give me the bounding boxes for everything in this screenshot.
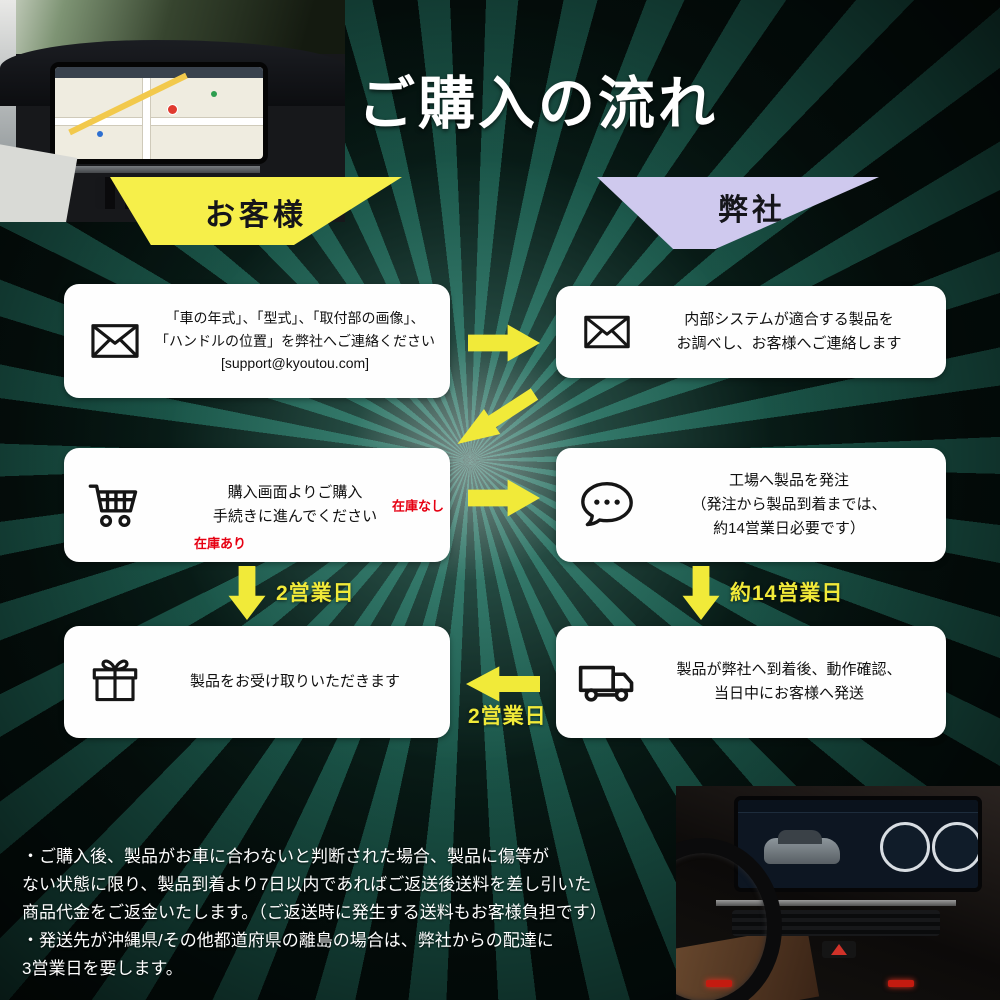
step-line: 製品が弊社へ到着後、動作確認、 (676, 660, 902, 678)
step-receive-box: 製品をお受け取りいただきます (64, 626, 450, 738)
climate-led (706, 980, 732, 987)
step-contact-text: 「車の年式」、「型式」、「取付部の画像」、 「ハンドルの位置」を弊社へご連絡くだ… (152, 307, 438, 375)
step-ship-text: 製品が弊社へ到着後、動作確認、 当日中にお客様へ発送 (644, 658, 934, 707)
hazard-triangle-icon (831, 944, 847, 955)
chat-icon (570, 476, 644, 534)
step-purchase-box: 購入画面よりご購入 手続きに進んでください 在庫なし 在庫あり (64, 448, 450, 562)
note-line: ・発送先が沖縄県/その他都道府県の離島の場合は、弊社からの配達に (22, 931, 554, 950)
lead-time-return-label: 2営業日 (468, 705, 547, 728)
step-line: 製品をお受け取りいただきます (189, 672, 400, 690)
step-reply-text: 内部システムが適合する製品を お調べし、お客様へご連絡します (644, 308, 934, 357)
step-order-text: 工場へ製品を発注 （発注から製品到着までは、 約14営業日必要です） (644, 469, 934, 542)
step-line: 手続きに進んでください (212, 508, 378, 525)
arrow-purchase-to-order (468, 479, 540, 517)
step-line: 当日中にお客様へ発送 (713, 685, 864, 702)
cart-icon (78, 476, 152, 534)
banner-company-label: 弊社 (718, 194, 786, 227)
stock-in-label: 在庫あり (194, 536, 247, 551)
dash-trim (716, 900, 956, 906)
map-pin (167, 103, 179, 115)
step-line: 工場へ製品を発注 (728, 471, 849, 489)
step-purchase-text: 購入画面よりご購入 手続きに進んでください (152, 481, 438, 530)
step-line: 購入画面よりご購入 (227, 483, 363, 501)
step-line: （発注から製品到着までは、 (691, 495, 887, 513)
photo-car-interior-display (676, 786, 1000, 1000)
step-line: [support@kyoutou.com] (220, 355, 370, 372)
envelope-icon (78, 314, 152, 368)
lead-time-left-label: 2営業日 (276, 582, 355, 605)
note-line: ない状態に限り、製品到着より7日以内であればご返送後送料を差し引いた (22, 875, 592, 894)
lead-time-right-label: 約14営業日 (730, 582, 844, 605)
step-line: 約14営業日必要です） (713, 520, 865, 538)
notes: ・ご購入後、製品がお車に合わないと判断された場合、製品に傷等が ない状態に限り、… (22, 843, 674, 983)
arrow-ship-to-receive (466, 666, 540, 702)
banner-company: 弊社 (597, 177, 879, 249)
interior-corner (0, 143, 78, 222)
display-gauge (880, 822, 930, 872)
gift-icon (78, 655, 152, 709)
stock-out-label: 在庫なし (391, 498, 444, 514)
step-line: 内部システムが適合する製品を (684, 310, 894, 328)
note-line: ・ご購入後、製品がお車に合わないと判断された場合、製品に傷等が (22, 847, 549, 866)
display-car-graphic (764, 830, 840, 864)
map-road (55, 116, 263, 126)
note-line: 3営業日を要します。 (22, 959, 183, 978)
climate-led (888, 980, 914, 987)
arrow-purchase-to-receive (228, 566, 266, 620)
step-contact-box: 「車の年式」、「型式」、「取付部の画像」、 「ハンドルの位置」を弊社へご連絡くだ… (64, 284, 450, 398)
page-title: ご購入の流れ (358, 72, 718, 136)
nav-map-header (55, 67, 263, 78)
banner-customer-label: お客様 (205, 199, 307, 232)
map-road (142, 78, 152, 159)
map-poi (96, 131, 103, 138)
step-ship-box: 製品が弊社へ到着後、動作確認、 当日中にお客様へ発送 (556, 626, 946, 738)
arrow-contact-to-reply (468, 324, 540, 362)
display-status-bar (738, 800, 978, 813)
note-line: 商品代金をご返金いたします。（ご返送時に発生する送料もお客様負担です） (22, 903, 607, 922)
arrow-order-to-ship (682, 566, 720, 620)
widescreen-display (734, 796, 982, 892)
banner-customer: お客様 (110, 177, 402, 245)
truck-icon (570, 651, 644, 713)
envelope-icon (570, 306, 644, 358)
dashboard-trim (60, 166, 260, 173)
step-line: 「ハンドルの位置」を弊社へご連絡ください (155, 332, 435, 349)
map-poi (211, 90, 217, 97)
display-gauge (932, 822, 978, 872)
step-reply-box: 内部システムが適合する製品を お調べし、お客様へご連絡します (556, 286, 946, 378)
step-line: 「車の年式」、「型式」、「取付部の画像」、 (165, 309, 425, 326)
step-line: お調べし、お客様へご連絡します (676, 335, 902, 352)
nav-map (55, 67, 263, 159)
nav-screen (50, 62, 268, 164)
step-order-box: 工場へ製品を発注 （発注から製品到着までは、 約14営業日必要です） (556, 448, 946, 562)
step-receive-text: 製品をお受け取りいただきます (152, 670, 438, 694)
arrow-reply-to-purchase (448, 380, 544, 459)
